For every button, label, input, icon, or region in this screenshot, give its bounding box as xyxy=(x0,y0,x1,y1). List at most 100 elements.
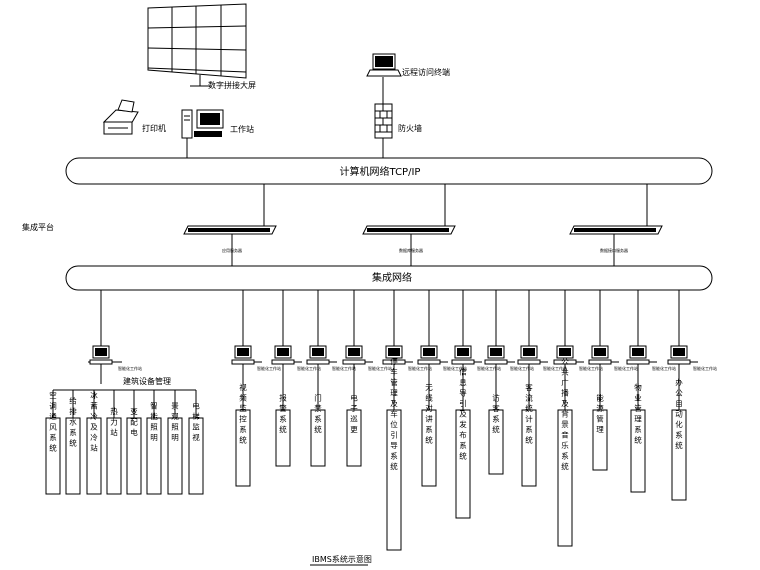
video-wall-label: 数字拼接大屏 xyxy=(208,80,256,90)
subsystem: 报警系统 xyxy=(275,393,291,467)
subsystem-label: 冰蓄冷及冷站 xyxy=(89,390,98,454)
subsystem: 公共广播及背景音乐系统 xyxy=(557,357,573,547)
remote-terminal-label: 远程访问终端 xyxy=(402,67,450,77)
server-icon xyxy=(569,225,663,235)
bas-subsystem: 变配电 xyxy=(126,406,142,495)
computer-network-bus xyxy=(65,157,713,185)
subsystem-label: 空调通风系统 xyxy=(48,390,57,454)
printer-icon xyxy=(102,99,139,135)
subsystem-branch: 智能化工作站 xyxy=(451,290,501,410)
subsystem-label: 办公自动化系统 xyxy=(674,377,683,452)
workstation-label: 智能化工作站 xyxy=(332,365,356,371)
subsystem-branch: 智能化工作站 xyxy=(417,290,467,410)
subsystem-label: 访客系统 xyxy=(491,393,500,436)
subsystem-label: 热力站 xyxy=(109,406,118,439)
workstation-icon xyxy=(588,345,612,365)
video-wall-icon xyxy=(147,3,247,87)
workstation-label: 智能化工作站 xyxy=(510,365,534,371)
workstation-icon xyxy=(667,345,691,365)
workstation-label: 智能化工作站 xyxy=(477,365,501,371)
subsystem-branch: 智能化工作站 xyxy=(231,290,281,410)
subsystem: 访客系统 xyxy=(488,393,504,475)
subsystem-label: 门禁系统 xyxy=(313,394,322,436)
subsystem: 信息导引及发布系统 xyxy=(455,366,471,519)
server-interface: 数据接口服务器 xyxy=(569,225,663,253)
workstation-icon xyxy=(181,109,224,139)
laptop-icon xyxy=(366,53,402,77)
subsystem-label: 停车管理及车位引导系统 xyxy=(389,356,398,473)
subsystem-branch: 智能化工作站 xyxy=(306,290,356,410)
subsystem: 无线对讲系统 xyxy=(421,383,437,487)
subsystem-branch: 智能化工作站 xyxy=(484,290,534,410)
subsystem-label: 智能照明 xyxy=(149,401,158,444)
workstation-label: 智能化工作站 xyxy=(579,365,603,371)
printer-label: 打印机 xyxy=(142,123,166,133)
subsystem-label: 物业管理系统 xyxy=(633,382,642,446)
subsystem: 物业管理系统 xyxy=(630,382,646,493)
computer-network-label: 计算机网络TCP/IP xyxy=(340,165,421,178)
server-icon xyxy=(183,225,277,235)
subsystem: 办公自动化系统 xyxy=(671,377,687,501)
firewall-icon xyxy=(374,103,393,139)
footer-title: IBMS系统示意图 xyxy=(312,554,372,564)
subsystem-branch: 智能化工作站 xyxy=(667,290,717,410)
subsystem-label: 给排水系统 xyxy=(68,395,77,449)
subsystem-branch: 智能化工作站 xyxy=(271,290,321,410)
workstation-label: 智能化工作站 xyxy=(443,365,467,371)
workstation-icon xyxy=(306,345,330,365)
subsystem-label: 变配电 xyxy=(129,406,138,439)
subsystem: 停车管理及车位引导系统 xyxy=(386,356,402,551)
subsystem: 能源管理 xyxy=(592,393,608,471)
integration-network-label: 集成网络 xyxy=(372,271,412,284)
subsystem: 客流统计系统 xyxy=(521,382,537,487)
subsystem-label: 公共广播及背景音乐系统 xyxy=(560,357,569,473)
workstation-label: 工作站 xyxy=(230,124,254,134)
subsystem-branch: 智能化工作站 xyxy=(553,290,603,410)
subsystem-branch: 智能化工作站 xyxy=(517,290,567,410)
subsystem: 电子巡更 xyxy=(346,393,362,467)
workstation-label: 智能化工作站 xyxy=(297,365,321,371)
workstation-label: 智能化工作站 xyxy=(368,365,392,371)
workstation-icon xyxy=(417,345,441,365)
workstation-label: 智能化工作站 xyxy=(652,365,676,371)
workstation-label: 智能化工作站 xyxy=(614,365,638,371)
subsystem-label: 报警系统 xyxy=(278,393,287,436)
subsystem-branch: 智能化工作站 xyxy=(626,290,676,410)
workstation-label: 智能化工作站 xyxy=(408,365,432,371)
workstation-icon xyxy=(271,345,295,365)
integration-network-bus xyxy=(65,265,713,291)
bas-branch: 智能化工作站 建筑设备管理 xyxy=(53,290,196,391)
workstation-icon xyxy=(517,345,541,365)
workstation-label: 智能化工作站 xyxy=(543,365,567,371)
bas-subsystem: 电梯监视 xyxy=(188,401,204,495)
subsystem-label: 信息导引及发布系统 xyxy=(458,366,467,462)
server-app: 应用服务器 xyxy=(183,225,277,253)
subsystem: 视频监控系统 xyxy=(235,382,251,487)
workstation-icon xyxy=(231,345,255,365)
workstation-icon xyxy=(484,345,508,365)
bas-subsystem: 景观照明 xyxy=(167,402,183,495)
server-db: 数据库服务器 xyxy=(362,225,456,253)
bas-subsystem: 空调通风系统 xyxy=(45,390,61,495)
subsystem-label: 客流统计系统 xyxy=(524,382,533,446)
platform-label: 集成平台 xyxy=(22,222,54,232)
server-icon xyxy=(362,225,456,235)
subsystem-label: 能源管理 xyxy=(595,393,604,436)
bas-subsystem: 冰蓄冷及冷站 xyxy=(86,390,102,495)
subsystem-label: 景观照明 xyxy=(170,402,179,444)
workstation-label: 智能化工作站 xyxy=(118,365,142,371)
bas-subsystem: 热力站 xyxy=(106,406,122,495)
subsystem-label: 无线对讲系统 xyxy=(424,383,433,446)
subsystem: 门禁系统 xyxy=(310,394,326,467)
subsystem-branch: 智能化工作站 xyxy=(588,290,638,410)
bas-label: 建筑设备管理 xyxy=(123,376,171,386)
bas-subsystem: 智能照明 xyxy=(146,401,162,495)
subsystem-branch: 智能化工作站 xyxy=(382,290,432,410)
workstation-label: 智能化工作站 xyxy=(257,365,281,371)
workstation-icon xyxy=(626,345,650,365)
workstation-icon xyxy=(88,345,114,365)
workstation-icon xyxy=(451,345,475,365)
bas-subsystem: 给排水系统 xyxy=(65,395,81,495)
firewall-label: 防火墙 xyxy=(398,123,422,133)
